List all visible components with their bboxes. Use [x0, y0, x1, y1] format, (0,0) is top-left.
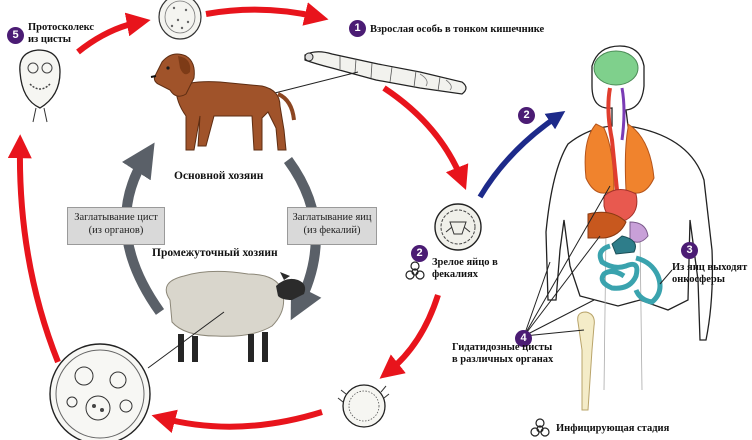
- label-swallow-eggs: Заглатывание яиц (из фекалий): [287, 207, 377, 245]
- badge-5: 5: [7, 27, 24, 44]
- label-oncospheres: Из яиц выходят онкосферы: [672, 262, 748, 286]
- human-body-icon: [545, 45, 714, 391]
- biohazard-icon: [405, 261, 425, 280]
- cycle-arrows: [7, 2, 469, 433]
- protoscolex-icon: [19, 49, 61, 123]
- arrow-to-ground-egg: [379, 294, 441, 379]
- dog-icon: [150, 53, 296, 151]
- label-hydatid-cysts: Гидатидозные цисты в различных органах: [452, 342, 554, 366]
- label-infective-stage: Инфицирующая стадия: [556, 423, 670, 434]
- cyst-icon: [49, 343, 151, 440]
- egg-icon: [434, 203, 482, 251]
- top-egg-icon: [158, 0, 202, 40]
- arrow-to-cyst: [151, 409, 323, 433]
- bone-icon: [577, 311, 595, 411]
- pointer-cyst-to-sheep: [147, 311, 225, 369]
- badge-3: 3: [681, 242, 698, 259]
- label-mature-egg: Зрелое яйцо в фекалиях: [432, 257, 498, 281]
- arrow-to-egg: [382, 85, 469, 191]
- ground-egg-icon: [337, 384, 390, 428]
- label-swallow-cysts: Заглатывание цист (из органов): [67, 207, 165, 245]
- arrow-to-top-egg: [76, 12, 151, 55]
- pointer-lines: [523, 185, 673, 337]
- arrow-to-protoscolex: [7, 134, 61, 364]
- label-protoscolex: Протосколекс из цисты: [28, 22, 95, 46]
- badge-2-human: 2: [518, 107, 535, 124]
- sheep-icon: [165, 270, 306, 362]
- badge-1: 1: [349, 20, 366, 37]
- tapeworm-icon: [304, 51, 467, 95]
- badge-4: 4: [515, 330, 532, 347]
- label-definitive-host: Основной хозяин: [174, 170, 264, 182]
- label-adult-worm: Взрослая особь в тонком кишечнике: [370, 24, 545, 35]
- arrow-to-human: [477, 111, 566, 199]
- biohazard-legend-icon: [530, 418, 550, 437]
- badge-2-egg: 2: [411, 245, 428, 262]
- arrow-to-adult: [205, 2, 329, 26]
- label-intermediate-host: Промежуточный хозяин: [152, 247, 278, 259]
